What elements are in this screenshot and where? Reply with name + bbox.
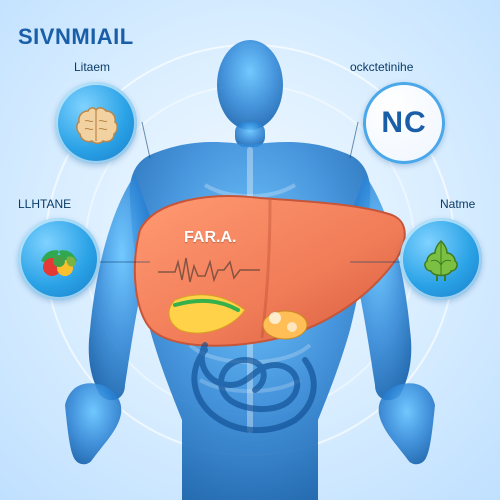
intestines: [191, 342, 317, 434]
label-top-left: Litaem: [74, 60, 111, 74]
label-mid-left: LLHTANE: [18, 197, 72, 211]
connector-lines: [95, 121, 405, 263]
brain-circle: [55, 82, 137, 164]
page-title: SIVNMIAIL: [18, 24, 134, 49]
small-organ: [262, 310, 308, 340]
brain-icon: [76, 107, 118, 144]
nc-badge-text: NC: [381, 106, 427, 139]
nc-circle: NC: [363, 82, 445, 164]
artichoke-icon: [424, 239, 458, 281]
label-top-right: ockctetinihe: [350, 60, 414, 74]
liver-label: FAR.A.: [184, 229, 237, 246]
vegetables-icon: [41, 250, 77, 276]
artichoke-circle: [400, 218, 482, 300]
label-mid-right: Natme: [440, 197, 476, 211]
vegetables-circle: [18, 218, 100, 300]
